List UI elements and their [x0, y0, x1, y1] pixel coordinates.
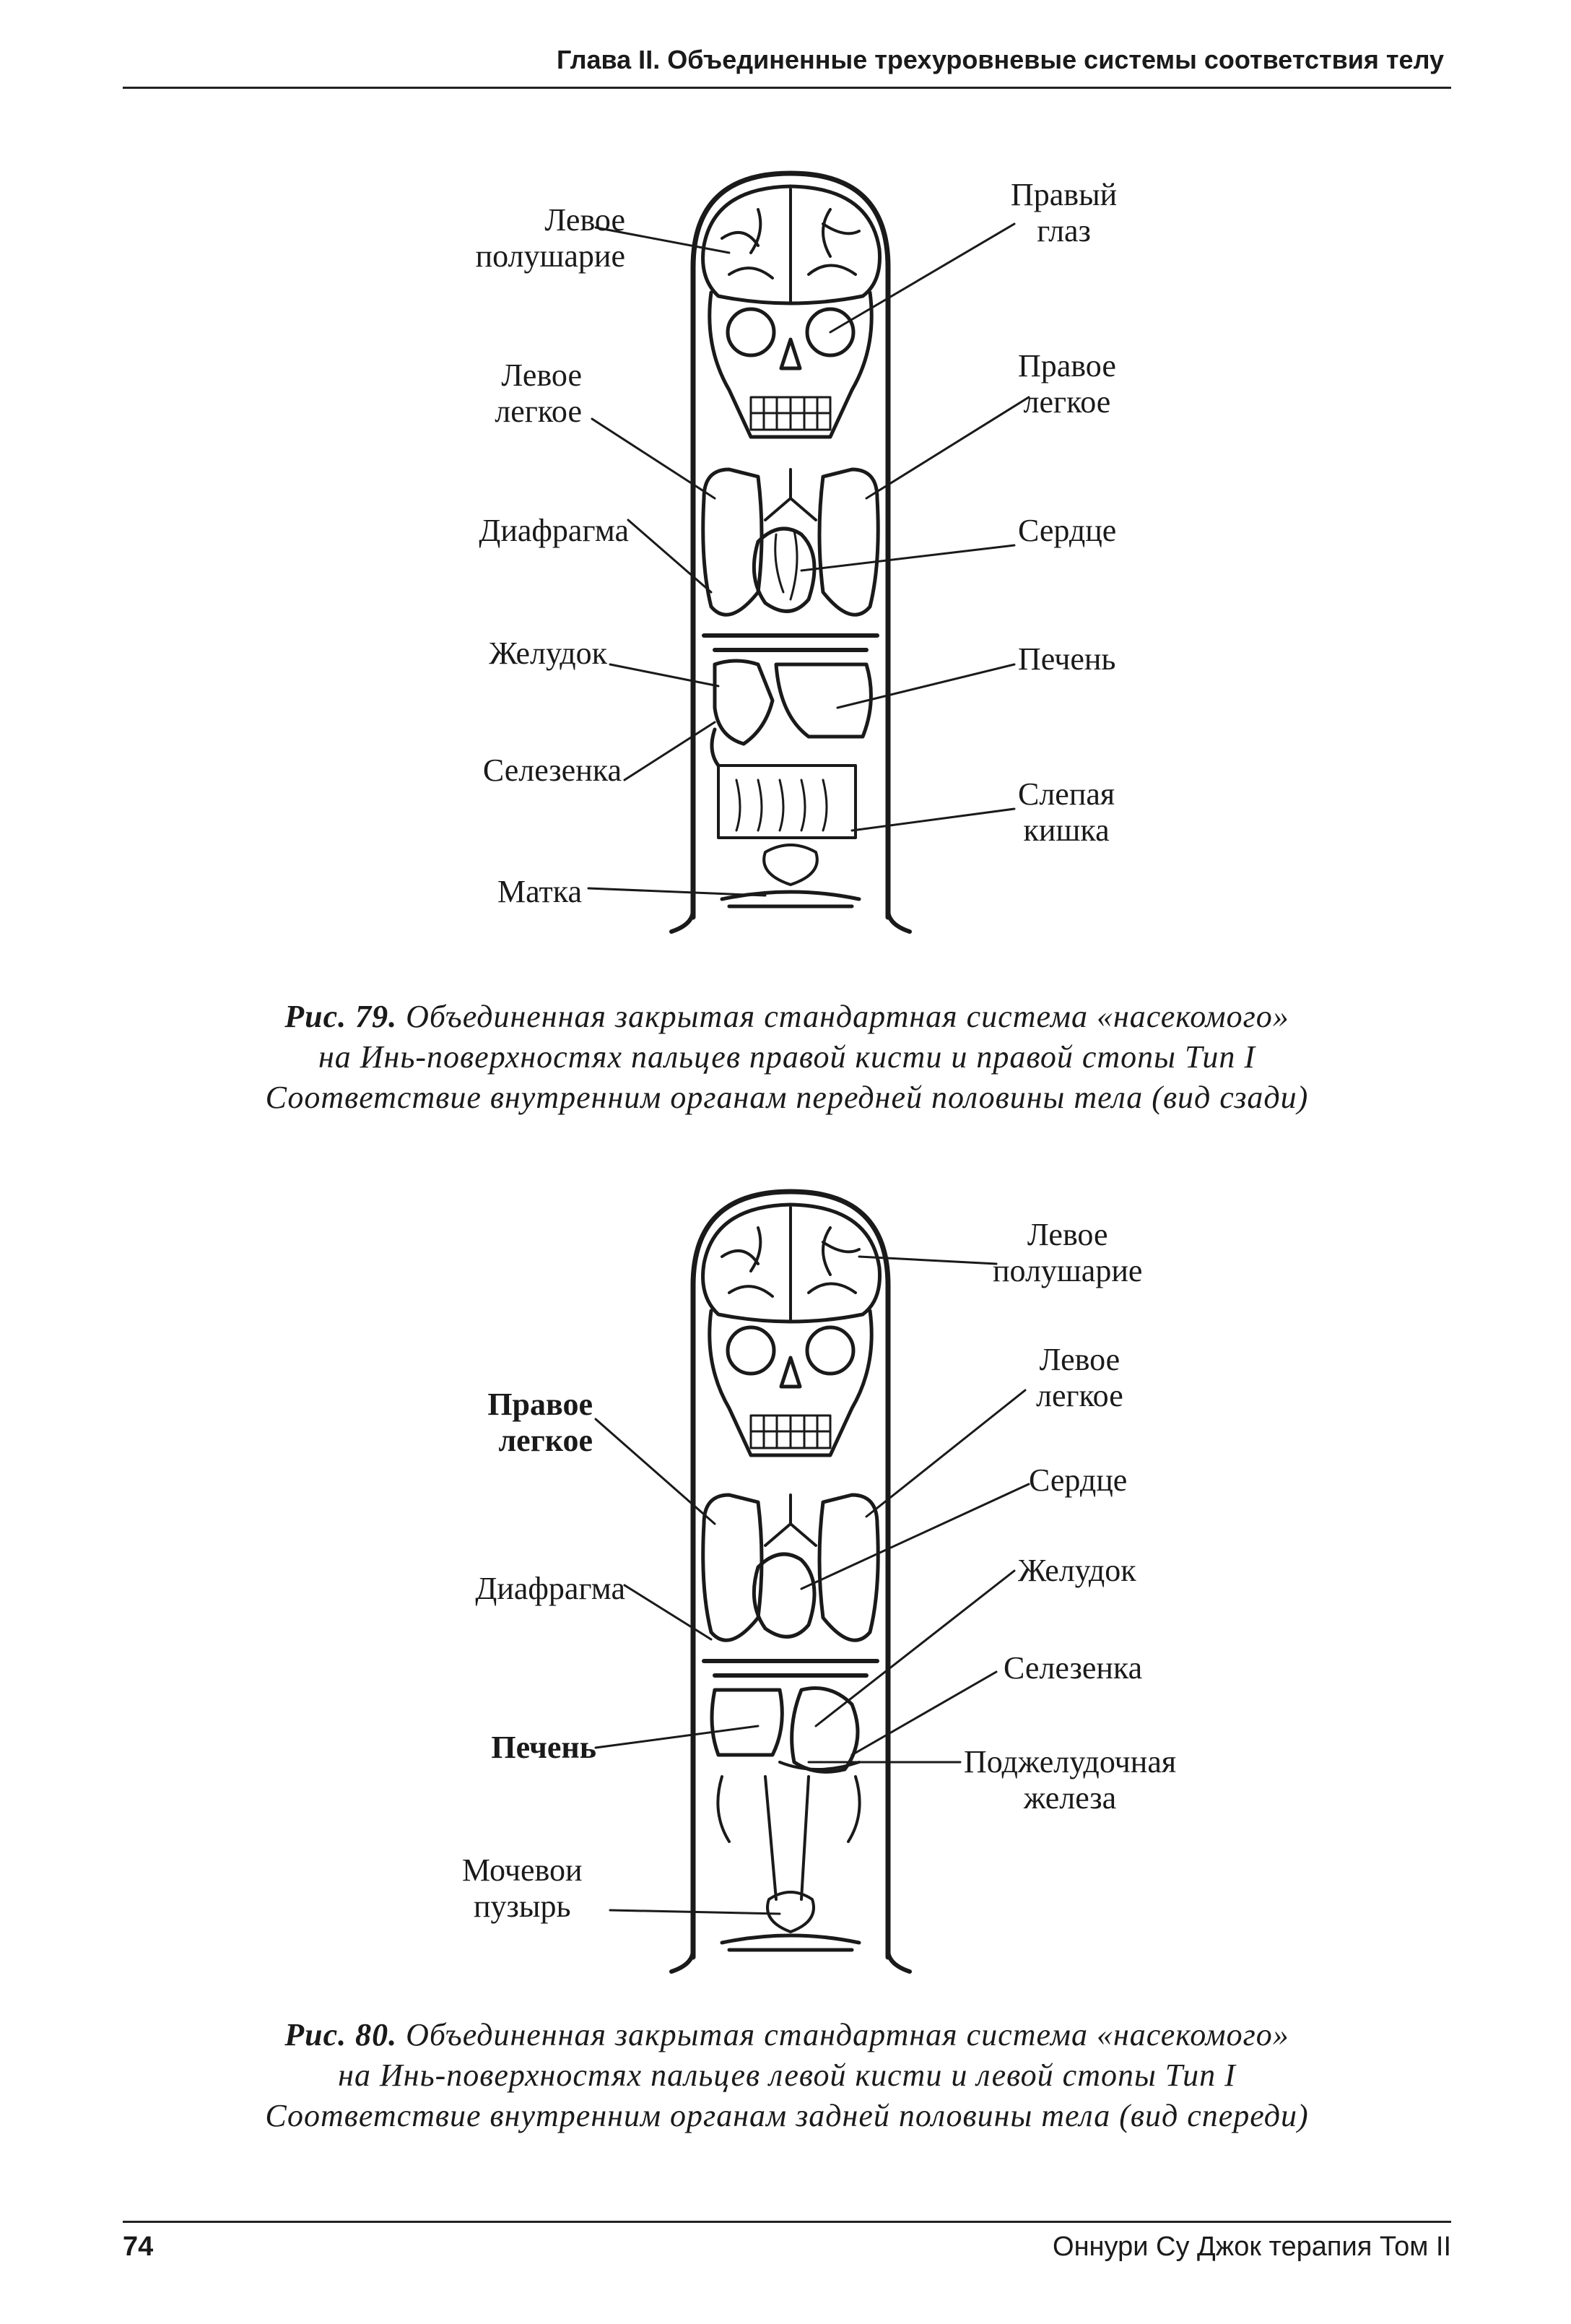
running-header: Глава II. Объединенные трехуровневые сис…: [557, 45, 1444, 74]
book-title: Оннури Су Джок терапия Том II: [1053, 2232, 1451, 2262]
label-diaphragm: Диафрагма: [479, 513, 629, 548]
label-heart: Сердце: [1018, 513, 1117, 548]
label-left-hemisphere: Левое полушарие: [475, 202, 625, 274]
figure-79-caption-line3: Соответствие внутренним органам передней…: [265, 1080, 1309, 1115]
figure-80-caption-line2: на Инь-поверхностях пальцев левой кисти …: [338, 2058, 1236, 2093]
figure-79: Левое полушарие Правый глаз Левое легкое…: [0, 159, 1571, 1011]
label-left-hemisphere: Левое полушарие: [993, 1217, 1143, 1288]
figure-80-illustration: [594, 1189, 1030, 1974]
label-pancreas: Поджелудочная железа: [964, 1744, 1177, 1816]
figure-79-number: Рис. 79.: [284, 999, 398, 1034]
figure-80: Левое полушарие Левое легкое Правое легк…: [0, 1177, 1571, 2008]
figure-80-number: Рис. 80.: [284, 2017, 398, 2052]
figure-79-caption-line2: на Инь-поверхностях пальцев правой кисти…: [318, 1039, 1256, 1075]
label-right-lung: Правое легкое: [1018, 348, 1116, 420]
label-spleen: Селезенка: [482, 753, 622, 788]
footer-rule: [123, 2221, 1451, 2223]
label-stomach: Желудок: [489, 636, 607, 671]
label-stomach: Желудок: [1018, 1553, 1136, 1588]
figure-79-caption-line1: Объединенная закрытая стандартная систем…: [397, 999, 1289, 1034]
label-left-lung: Левое легкое: [495, 357, 582, 429]
label-bladder: Мочевои пузырь: [462, 1852, 583, 1924]
figure-79-caption: Рис. 79. Объединенная закрытая стандартн…: [87, 997, 1487, 1118]
label-left-lung: Левое легкое: [1036, 1342, 1123, 1413]
figure-79-illustration: [587, 170, 1030, 934]
figure-80-caption-line1: Объединенная закрытая стандартная систем…: [397, 2017, 1289, 2052]
label-diaphragm: Диафрагма: [475, 1571, 625, 1606]
page-number: 74: [123, 2232, 154, 2262]
figure-80-caption-line3: Соответствие внутренним органам задней п…: [265, 2098, 1309, 2133]
label-liver: Печень: [491, 1730, 596, 1765]
figure-80-caption: Рис. 80. Объединенная закрытая стандартн…: [87, 2015, 1487, 2136]
label-right-eye: Правый глаз: [1011, 177, 1118, 248]
label-cecum: Слепая кишка: [1018, 776, 1115, 848]
label-liver: Печень: [1018, 641, 1116, 677]
label-uterus: Матка: [497, 874, 582, 909]
label-right-lung: Правое легкое: [487, 1387, 593, 1458]
header-rule: [123, 87, 1451, 89]
label-spleen: Селезенка: [1004, 1650, 1143, 1686]
label-heart: Сердце: [1029, 1462, 1128, 1498]
